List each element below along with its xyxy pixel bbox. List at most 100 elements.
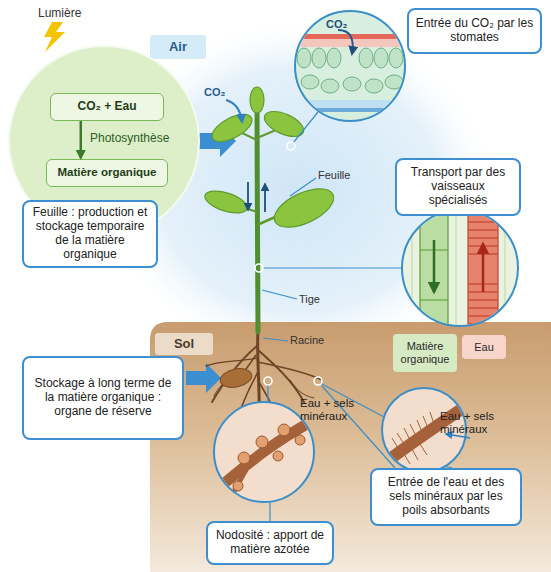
box-text: Air	[169, 40, 187, 55]
vessel-ring	[468, 299, 498, 301]
soil-zone: Sol	[155, 333, 213, 355]
lower-cuticle	[290, 108, 410, 112]
root-section	[226, 470, 246, 506]
vessel-ring	[468, 323, 498, 325]
root-hair	[392, 438, 398, 448]
lower-epidermis	[290, 100, 410, 108]
root-hair	[404, 454, 410, 464]
vessel-ring	[468, 221, 498, 223]
leader-line	[269, 501, 270, 521]
box-text: Entrée du CO₂ par les stomates	[414, 17, 535, 45]
root-hair	[420, 444, 427, 455]
root-hair	[404, 428, 410, 440]
leader-line	[290, 178, 316, 196]
box-text: Matière organique	[57, 166, 156, 179]
zoom-marker	[264, 377, 272, 385]
box-text: Transport par des vaisseaux spécialisés	[402, 166, 514, 207]
flow-label: Eau + sels minéraux	[300, 397, 366, 423]
light-label: Lumière	[38, 7, 108, 21]
gas-label: CO₂	[204, 86, 244, 99]
air-zone: Air	[150, 35, 206, 59]
root-hair	[423, 416, 428, 428]
leader-line	[262, 290, 297, 299]
cell-wall	[456, 200, 457, 340]
box-text: Stockage à long terme de la matière orga…	[29, 377, 177, 418]
root-hair	[430, 412, 434, 424]
nodule	[256, 436, 268, 448]
cell	[297, 48, 311, 68]
nodule	[238, 452, 250, 464]
legend-item: Eau	[462, 335, 506, 359]
phloem-vessel	[420, 200, 448, 340]
root	[258, 350, 304, 402]
leaf	[208, 109, 256, 147]
sap-arrow	[433, 240, 436, 292]
zoom-markers	[255, 142, 322, 385]
box-text: CO₂ + Eau	[77, 100, 136, 114]
vessel-ring	[468, 229, 498, 231]
vessel-ring	[468, 237, 498, 239]
substance-box: CO₂ + Eau	[50, 93, 164, 121]
root-hair	[417, 420, 422, 432]
cell-wall	[412, 200, 413, 340]
callout-box: Stockage à long terme de la matière orga…	[22, 356, 184, 440]
cell-wall	[505, 200, 506, 340]
sap-arrow	[264, 184, 266, 212]
leaf	[202, 187, 249, 218]
nodule	[278, 424, 290, 436]
cell	[389, 48, 403, 68]
leaf	[269, 181, 340, 235]
cell	[385, 75, 403, 89]
root	[212, 345, 258, 402]
cell	[301, 75, 319, 89]
flow-arrow	[186, 363, 221, 393]
root-hair	[410, 424, 416, 436]
petiole	[257, 130, 276, 138]
box-text: Feuille : production et stockage tempora…	[29, 206, 151, 261]
cell	[321, 79, 339, 93]
box-text: Sol	[174, 337, 194, 352]
zoom-circle	[402, 210, 518, 326]
box-text: Photosynthèse	[90, 132, 169, 146]
legend-text: Eau	[472, 339, 496, 356]
substance-box: Matière organique	[46, 159, 168, 187]
lightning-symbol	[44, 22, 65, 52]
cell	[359, 48, 373, 68]
box-text: Nodosité : apport de matière azotée	[213, 529, 327, 557]
part-label: Tige	[299, 293, 349, 306]
root-hair	[397, 433, 404, 444]
callout-box: Nodosité : apport de matière azotée	[206, 521, 334, 565]
cell	[343, 77, 361, 91]
leader-line	[263, 267, 403, 268]
cell	[365, 79, 383, 93]
flow-label: Eau + sels minéraux	[440, 410, 510, 436]
soil	[150, 322, 551, 572]
nodule	[273, 451, 283, 461]
stomata-zoom	[290, 11, 410, 121]
bud	[250, 87, 264, 113]
leader-line	[267, 385, 268, 403]
part-label: Feuille	[318, 169, 378, 182]
root	[290, 380, 314, 398]
box-text: Entrée de l'eau et des sels minéraux par…	[377, 476, 515, 517]
callout-box: Entrée du CO₂ par les stomates	[407, 8, 542, 54]
root-hair	[412, 449, 418, 460]
co2-arrow	[338, 30, 353, 54]
sap-arrow	[247, 182, 249, 210]
epidermis	[290, 39, 410, 47]
zoom-marker	[287, 142, 295, 150]
callout-box: Feuille : production et stockage tempora…	[22, 200, 158, 268]
zoom-marker	[255, 264, 263, 272]
leader-line	[293, 112, 318, 143]
gas-label: CO₂	[326, 18, 366, 31]
legend-item: Matière organique	[393, 334, 457, 372]
sap-arrow	[482, 244, 485, 292]
co2-arrow	[226, 100, 242, 122]
vessel-ring	[468, 307, 498, 309]
zoom-marker	[314, 377, 322, 385]
cell	[327, 48, 341, 68]
part-label: Racine	[290, 334, 350, 347]
callout-box: Entrée de l'eau et des sels minéraux par…	[370, 468, 522, 526]
xylem-vessel	[468, 200, 498, 340]
